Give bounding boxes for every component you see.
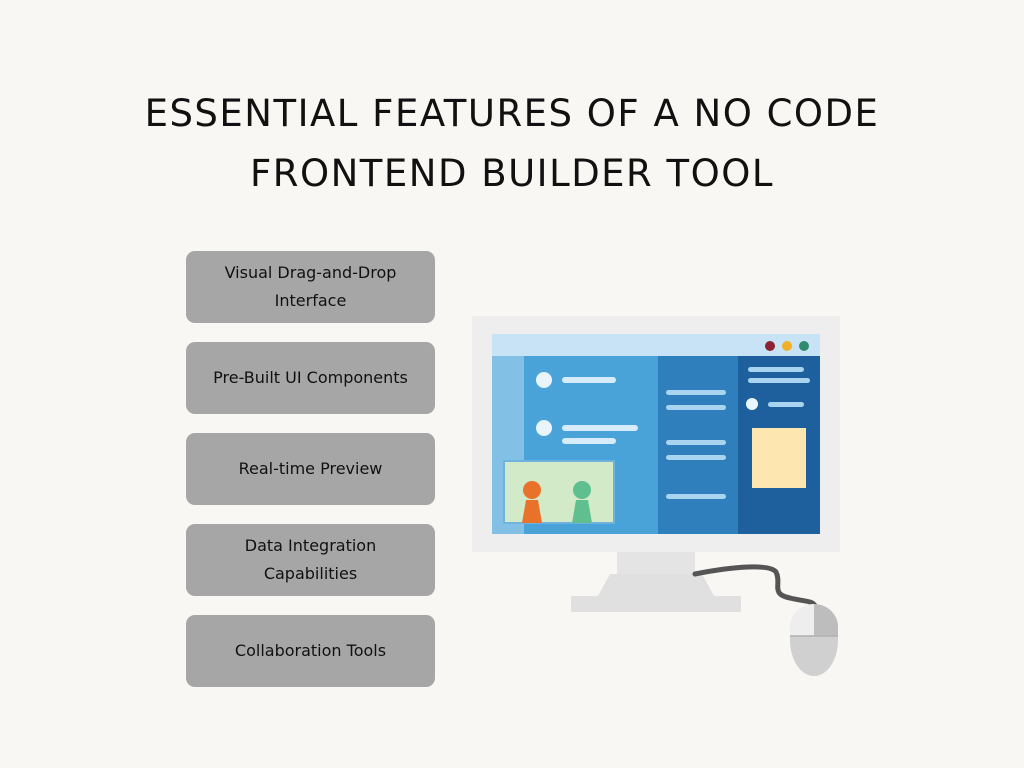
list-line <box>562 438 616 444</box>
monitor-stand <box>598 574 714 596</box>
list-line <box>666 440 726 445</box>
person-figure-green-icon <box>573 481 591 499</box>
list-line <box>666 405 726 410</box>
feature-box-real-time-preview: Real-time Preview <box>186 433 435 505</box>
window-dot-yellow-icon <box>782 341 792 351</box>
feature-label: Visual Drag-and-Drop Interface <box>224 263 397 310</box>
mouse-left-button <box>790 603 814 636</box>
window-dot-green-icon <box>799 341 809 351</box>
feature-box-ui-components: Pre-Built UI Components <box>186 342 435 414</box>
screen-title-bar <box>492 334 820 356</box>
list-avatar-icon <box>746 398 758 410</box>
feature-label: Real-time Preview <box>238 459 383 478</box>
list-line <box>562 377 616 383</box>
title-line-2: FRONTEND BUILDER TOOL <box>250 152 774 195</box>
list-line <box>666 390 726 395</box>
list-avatar-icon <box>536 372 552 388</box>
list-avatar-icon <box>536 420 552 436</box>
list-line <box>748 367 804 372</box>
list-line <box>666 494 726 499</box>
list-line <box>768 402 804 407</box>
feature-box-data-integration: Data Integration Capabilities <box>186 524 435 596</box>
title-line-1: ESSENTIAL FEATURES OF A NO CODE <box>144 92 880 135</box>
window-dot-red-icon <box>765 341 775 351</box>
feature-label: Data Integration Capabilities <box>244 536 377 583</box>
image-card <box>503 460 615 524</box>
feature-list: Visual Drag-and-Drop Interface Pre-Built… <box>186 251 435 706</box>
feature-box-collaboration: Collaboration Tools <box>186 615 435 687</box>
note-card <box>752 428 806 488</box>
feature-label: Collaboration Tools <box>234 641 387 660</box>
person-figure-orange-icon <box>523 481 541 499</box>
list-line <box>748 378 810 383</box>
mouse-cable <box>692 564 819 611</box>
monitor-base <box>571 596 741 612</box>
list-line <box>562 425 638 431</box>
desktop-computer-with-mouse-icon <box>472 316 840 676</box>
feature-label: Pre-Built UI Components <box>213 368 408 387</box>
monitor-neck <box>617 552 695 574</box>
list-line <box>666 455 726 460</box>
mouse-right-button <box>814 603 838 636</box>
feature-box-drag-and-drop: Visual Drag-and-Drop Interface <box>186 251 435 323</box>
page-title: ESSENTIAL FEATURES OF A NO CODE FRONTEND… <box>0 84 1024 204</box>
